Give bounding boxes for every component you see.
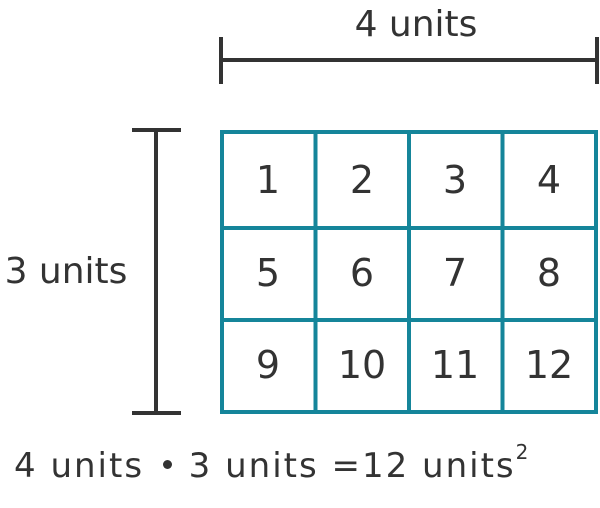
width-dimension: 4 units — [219, 4, 599, 84]
area-formula: 4 units 3 units =12 units2 — [14, 440, 528, 486]
formula-exponent: 2 — [515, 440, 529, 464]
grid-cell-number: 1 — [256, 158, 280, 202]
grid-cell-number: 2 — [350, 158, 374, 202]
formula-result: =12 units — [331, 446, 516, 486]
grid-cell-number: 12 — [525, 343, 573, 387]
grid-cell-number: 7 — [443, 251, 467, 295]
grid-cell-number: 4 — [537, 158, 561, 202]
grid-cell-number: 11 — [431, 343, 479, 387]
grid-cell-number: 10 — [338, 343, 386, 387]
height-label: 3 units — [5, 251, 128, 292]
height-dimension: 3 units — [5, 128, 181, 415]
grid-cell-number: 9 — [256, 343, 280, 387]
formula-width-term: 4 units — [14, 446, 145, 486]
width-label: 4 units — [355, 4, 478, 45]
multiplication-dot-icon — [162, 460, 172, 469]
grid-cell-number: 6 — [350, 251, 374, 295]
grid-cell-number: 8 — [537, 251, 561, 295]
grid-cell-number: 3 — [443, 158, 467, 202]
formula-height-term: 3 units — [188, 446, 319, 486]
grid-cell-number: 5 — [256, 251, 280, 295]
unit-grid: 1 2 3 4 5 6 7 8 9 10 11 12 — [220, 130, 598, 414]
